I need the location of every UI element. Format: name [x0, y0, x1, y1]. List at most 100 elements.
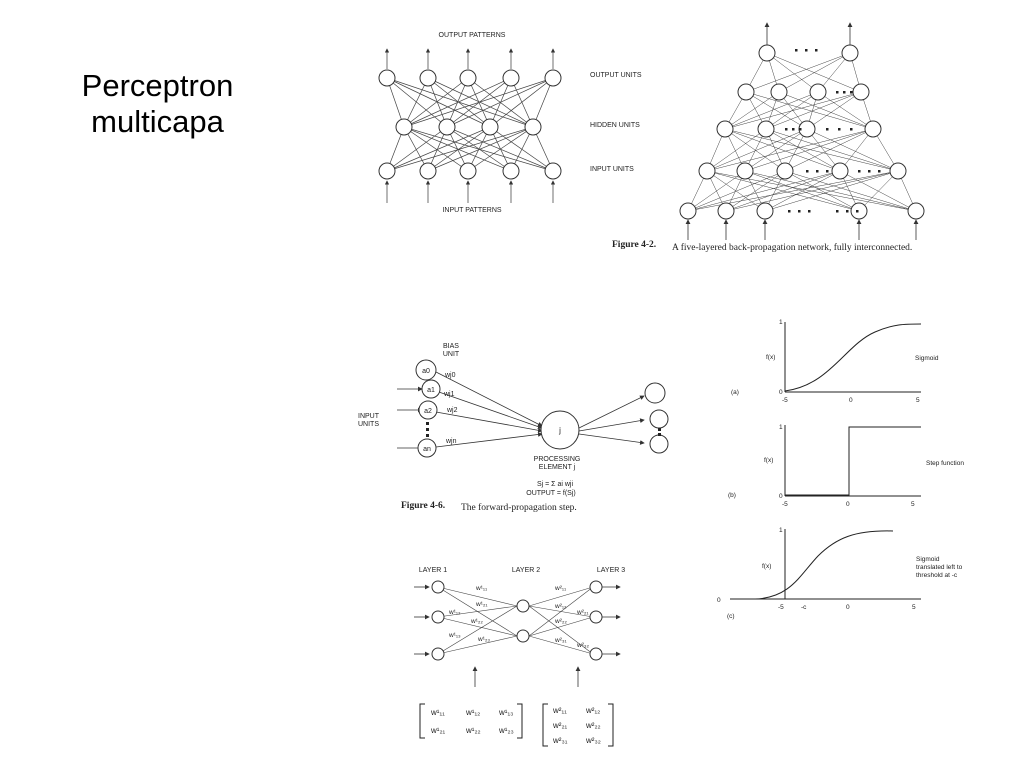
- output-node-1: [644, 382, 666, 404]
- plot-b-tick-5: 5: [911, 501, 915, 508]
- pyramid-node: [717, 202, 735, 220]
- mlp-diagram: [378, 48, 562, 203]
- pyramid-node: [809, 83, 827, 101]
- plot-a-label: Sigmoid: [915, 355, 939, 362]
- pyramid-ellipsis-dots: [785, 49, 881, 213]
- svg-text:w¹₂₃: w¹₂₃: [498, 726, 514, 735]
- svg-text:w²₁₁: w²₁₁: [554, 585, 567, 592]
- plot-c-tick-0: 0: [846, 604, 850, 611]
- mlp-input-node: [502, 162, 520, 180]
- processing-node: [540, 410, 580, 450]
- plot-b-y0: 0: [779, 493, 783, 500]
- weight-label-wj1: wj1: [443, 391, 455, 398]
- layer-weights-diagram: [414, 580, 621, 747]
- svg-text:w²₁₂: w²₁₂: [554, 603, 567, 610]
- plot-a-tick-neg5: -5: [782, 397, 788, 404]
- pyramid-nodes: [679, 44, 925, 220]
- weight-label-wj0: wj0: [444, 372, 456, 379]
- svg-text:w¹₂₂: w¹₂₂: [465, 726, 481, 735]
- mlp-hidden-node: [395, 118, 413, 136]
- mlp-hidden-node: [481, 118, 499, 136]
- fig42-caption-text: A five-layered back-propagation network,…: [672, 242, 912, 253]
- left-weight-labels: w¹₁₁ w¹₂₁ w¹₁₂ w¹₂₂ w¹₁₃ w¹₂₃: [448, 585, 490, 643]
- input-units-label: INPUT UNITS: [590, 166, 634, 173]
- pyramid-node: [698, 162, 716, 180]
- svg-text:w²₂₁: w²₂₁: [552, 721, 568, 730]
- pyramid-node: [679, 202, 697, 220]
- hidden-units-label: HIDDEN UNITS: [590, 122, 640, 129]
- plot-c-tick-neg5: -5: [778, 604, 784, 611]
- svg-text:w²₃₁: w²₃₁: [552, 736, 568, 745]
- plot-b-fx: f(x): [764, 457, 773, 464]
- forward-propagation-diagram: [397, 359, 669, 458]
- right-weight-labels: w²₁₁ w²₁₂ w²₂₁ w²₂₂ w²₃₁ w²₃₂: [554, 585, 590, 649]
- pyramid-node: [852, 83, 870, 101]
- plot-b-ymax: 1: [779, 424, 783, 431]
- svg-text:w²₁₁: w²₁₁: [552, 706, 567, 715]
- processing-node-label: j: [558, 426, 561, 435]
- plot-c-label-3: threshold at -c: [916, 572, 958, 579]
- plot-c-ymax: 1: [779, 527, 783, 534]
- svg-text:w¹₁₁: w¹₁₁: [475, 585, 488, 592]
- layer2-label: LAYER 2: [512, 567, 540, 574]
- mlp-input-node: [378, 162, 396, 180]
- plot-a-fx: f(x): [766, 354, 775, 361]
- svg-text:w¹₁₁: w¹₁₁: [430, 708, 445, 717]
- plot-c-label-2: translated left to: [916, 564, 963, 571]
- fig46-input-label-1: INPUT: [358, 413, 380, 420]
- output-patterns-label: OUTPUT PATTERNS: [439, 32, 506, 39]
- mlp-output-node: [419, 69, 437, 87]
- weight-matrix-1: w¹₁₁ w¹₁₂ w¹₁₃ w¹₂₁ w¹₂₂ w¹₂₃: [430, 708, 514, 735]
- plot-c-tick-5: 5: [912, 604, 916, 611]
- svg-text:w²₂₁: w²₂₁: [576, 609, 589, 616]
- weight-matrix-2: w²₁₁ w²₁₂ w²₂₁ w²₂₂ w²₃₁ w²₃₂: [552, 706, 601, 745]
- node-label-a2: a2: [424, 408, 432, 415]
- plot-c-label-1: Sigmoid: [916, 556, 940, 563]
- plot-a-tick-0: 0: [849, 397, 853, 404]
- processing-label-1: PROCESSING: [534, 456, 581, 463]
- svg-text:w¹₂₂: w¹₂₂: [470, 618, 483, 625]
- processing-label-2: ELEMENT j: [539, 464, 576, 471]
- plot-c-tick-negc: -c: [801, 604, 807, 611]
- svg-text:w¹₁₂: w¹₁₂: [448, 609, 461, 616]
- pyramid-node: [831, 162, 849, 180]
- plot-b-label: Step function: [926, 460, 964, 467]
- output-node-2: [649, 409, 669, 429]
- weight-label-wjn: wjn: [445, 438, 457, 445]
- activation-plots: [730, 322, 922, 600]
- title-line-1: Perceptron: [81, 68, 234, 103]
- mlp-input-node: [419, 162, 437, 180]
- svg-text:w¹₁₂: w¹₁₂: [465, 708, 480, 717]
- node-label-a1: a1: [427, 387, 435, 394]
- mlp-output-node: [459, 69, 477, 87]
- mlp-output-node: [544, 69, 562, 87]
- pyramid-node: [889, 162, 907, 180]
- node-label-a0: a0: [422, 368, 430, 375]
- fig46-caption-label: Figure 4-6.: [401, 501, 445, 511]
- input-patterns-label: INPUT PATTERNS: [442, 207, 501, 214]
- pyramid-node: [770, 83, 788, 101]
- svg-text:w²₂₂: w²₂₂: [554, 618, 567, 625]
- fig46-input-label-2: UNITS: [358, 421, 379, 428]
- slide-title: Perceptron multicapa: [40, 68, 275, 140]
- pyramid-node: [758, 44, 776, 62]
- plot-a-tick-5: 5: [916, 397, 920, 404]
- svg-text:w¹₂₃: w¹₂₃: [477, 636, 490, 643]
- mlp-input-node: [544, 162, 562, 180]
- svg-text:w²₂₂: w²₂₂: [585, 721, 601, 730]
- svg-text:w²₃₂: w²₃₂: [576, 642, 590, 649]
- plot-b-tick-neg5: -5: [782, 501, 788, 508]
- pyramid-node: [864, 120, 882, 138]
- svg-text:w²₃₁: w²₃₁: [554, 637, 568, 644]
- five-layer-network: [679, 22, 925, 240]
- title-line-2: multicapa: [91, 104, 224, 139]
- output-units-label: OUTPUT UNITS: [590, 72, 642, 79]
- layer1-label: LAYER 1: [419, 567, 447, 574]
- output-node-3: [649, 434, 669, 454]
- plot-a-tag: (a): [731, 389, 739, 396]
- plot-c-tag: (c): [727, 613, 735, 620]
- pyramid-node: [841, 44, 859, 62]
- svg-text:w¹₁₃: w¹₁₃: [448, 632, 461, 639]
- pyramid-node: [736, 162, 754, 180]
- input-node-a1: [421, 379, 441, 399]
